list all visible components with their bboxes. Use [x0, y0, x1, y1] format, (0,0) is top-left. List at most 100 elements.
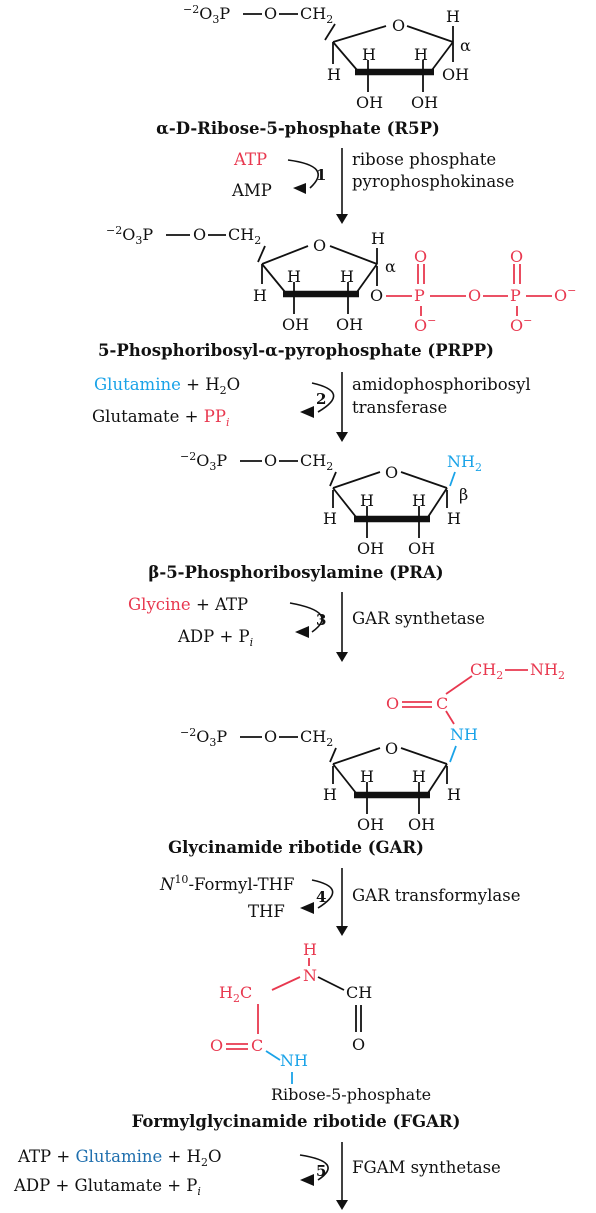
r5p-oh2: OH [411, 93, 438, 112]
prpp-name: 5-Phosphoribosyl-α-pyrophosphate (PRPP) [98, 341, 494, 360]
prpp-o-anomeric: O [370, 286, 383, 305]
gar-nh: NH [450, 725, 478, 744]
fgar-n: N [303, 966, 317, 985]
step4-substrate: N10-Formyl-THF [159, 873, 294, 894]
step1-enzyme-line1: ribose phosphate [352, 150, 496, 169]
pra-name: β-5-Phosphoribosylamine (PRA) [148, 563, 443, 582]
fgar-ch: CH [346, 983, 372, 1002]
fgar-n-h: H [303, 940, 317, 959]
r5p-phosphate: −2O3P [183, 3, 230, 26]
gar-h2: H [412, 767, 426, 786]
r5p-name: α-D-Ribose-5-phosphate (R5P) [156, 119, 440, 138]
prpp-ring-o: O [313, 236, 326, 255]
fgar-h2c: H2C [219, 983, 252, 1005]
r5p-h4: H [327, 65, 341, 84]
step3-number: 3 [316, 611, 326, 629]
prpp-h1: H [371, 229, 385, 248]
step1-enzyme-line2: pyrophosphokinase [352, 172, 514, 191]
r5p-oh3: OH [356, 93, 383, 112]
prpp-p2-o-minus-right: O− [554, 284, 576, 305]
step3-substrate: Glycine + ATP [128, 595, 248, 614]
prpp-structure: −2O3P O CH2 O H α H H OH H OH O P O O− [106, 224, 576, 335]
pra-h2: H [412, 491, 426, 510]
step5-product: ADP + Glutamate + Pi [13, 1176, 201, 1198]
fgar-ribose5p: Ribose-5-phosphate [271, 1085, 431, 1104]
gar-h3: H [360, 767, 374, 786]
prpp-p1-o-minus: O− [414, 314, 436, 335]
fgar-carbonyl-o: O [210, 1036, 223, 1055]
r5p-oh1: OH [442, 65, 469, 84]
gar-nh2: NH2 [530, 660, 565, 682]
step5-number: 5 [316, 1162, 326, 1180]
r5p-h3: H [362, 45, 376, 64]
step4-product: THF [248, 902, 285, 921]
step3-enzyme: GAR synthetase [352, 609, 485, 628]
gar-h4: H [323, 785, 337, 804]
prpp-p2-o-minus-bottom: O− [510, 314, 532, 335]
pra-h3: H [360, 491, 374, 510]
pra-oh2: OH [408, 539, 435, 558]
pra-ring-o: O [385, 463, 398, 482]
gar-name: Glycinamide ribotide (GAR) [168, 838, 424, 857]
pra-h4: H [323, 509, 337, 528]
r5p-ch2: CH2 [300, 4, 333, 26]
pra-ester-o: O [264, 451, 277, 470]
gar-ring-o: O [385, 739, 398, 758]
gar-oh3: OH [357, 815, 384, 834]
gar-ester-o: O [264, 727, 277, 746]
prpp-p1-o-top: O [414, 247, 427, 266]
prpp-alpha: α [385, 257, 396, 276]
r5p-alpha: α [460, 36, 471, 55]
pra-beta: β [459, 485, 468, 504]
step2-substrate: Glutamine + H2O [94, 375, 240, 397]
fgar-carbonyl-c: C [251, 1036, 263, 1055]
step2-product: Glutamate + PPi [92, 407, 230, 429]
prpp-ester-o: O [193, 225, 206, 244]
step1-product: AMP [231, 181, 272, 200]
gar-h1: H [447, 785, 461, 804]
fgar-structure: H N H2C CH O C O NH Ribose-5-phosphate [210, 940, 431, 1104]
r5p-h2: H [414, 45, 428, 64]
prpp-ch2: CH2 [228, 225, 261, 247]
step-3: Glycine + ATP ADP + Pi 3 GAR synthetase [128, 592, 485, 662]
r5p-structure: −2O3P O CH2 O H α OH H H OH H OH [183, 3, 471, 112]
gar-carbonyl-c: C [436, 694, 448, 713]
gar-ch2: CH2 [470, 660, 503, 682]
prpp-p1: P [414, 286, 425, 305]
prpp-oh2: OH [336, 315, 363, 334]
step2-number: 2 [316, 390, 326, 408]
step-1: ATP AMP 1 ribose phosphate pyrophosphoki… [231, 148, 514, 224]
step1-number: 1 [316, 166, 326, 184]
fgar-nh: NH [280, 1051, 308, 1070]
gar-carbonyl-o: O [386, 694, 399, 713]
gar-oh2: OH [408, 815, 435, 834]
pra-structure: −2O3P O CH2 O NH2 β H H H OH H OH [180, 450, 482, 558]
pra-oh3: OH [357, 539, 384, 558]
step4-enzyme: GAR transformylase [352, 886, 520, 905]
prpp-h2: H [340, 267, 354, 286]
gar-phosphate: −2O3P [180, 726, 227, 749]
pra-h1: H [447, 509, 461, 528]
gar-ch2-ribose: CH2 [300, 727, 333, 749]
pra-phosphate: −2O3P [180, 450, 227, 473]
step-4: N10-Formyl-THF THF 4 GAR transformylase [159, 868, 520, 936]
fgar-formyl-o: O [352, 1035, 365, 1054]
prpp-phosphate: −2O3P [106, 224, 153, 247]
r5p-ester-o: O [264, 4, 277, 23]
prpp-h3: H [287, 267, 301, 286]
step5-enzyme: FGAM synthetase [352, 1158, 501, 1177]
step-2: Glutamine + H2O Glutamate + PPi 2 amidop… [92, 372, 531, 442]
step5-substrate: ATP + Glutamine + H2O [17, 1147, 222, 1169]
r5p-ring-o: O [392, 16, 405, 35]
prpp-h4: H [253, 286, 267, 305]
step1-substrate: ATP [233, 150, 267, 169]
prpp-p2: P [510, 286, 521, 305]
step-5: ATP + Glutamine + H2O ADP + Glutamate + … [13, 1142, 501, 1210]
gar-structure: CH2 NH2 C O NH −2O3P O CH2 O H H H OH H [180, 660, 565, 834]
fgar-name: Formylglycinamide ribotide (FGAR) [132, 1112, 461, 1131]
prpp-oh3: OH [282, 315, 309, 334]
step3-product: ADP + Pi [177, 627, 253, 649]
prpp-bridge-o: O [468, 286, 481, 305]
pra-ch2: CH2 [300, 451, 333, 473]
